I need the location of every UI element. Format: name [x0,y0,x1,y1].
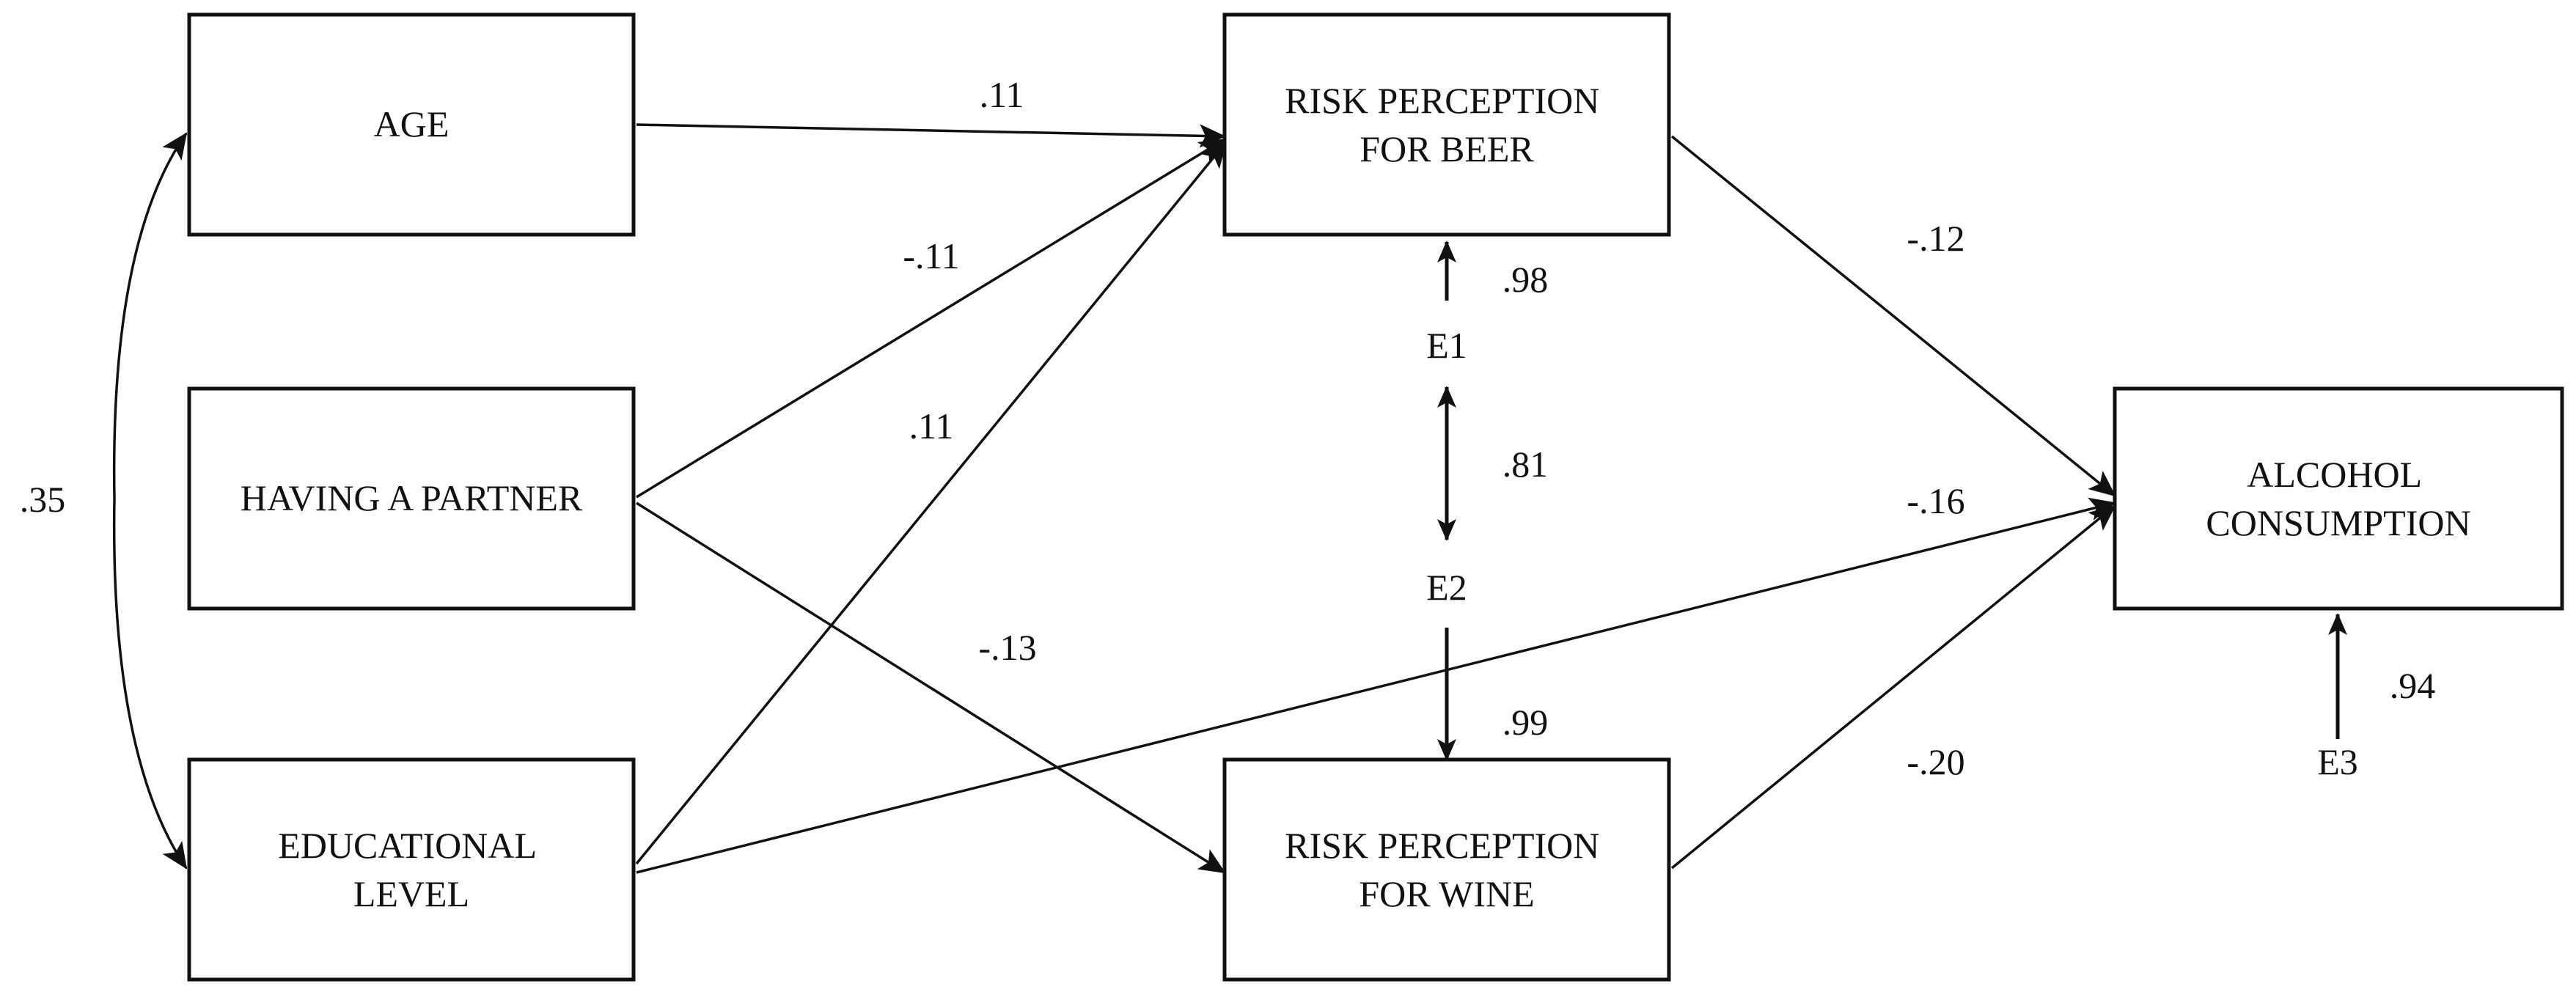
error-e1-label: E1 [1426,325,1467,366]
node-educational-level-label: EDUCATIONAL LEVEL [278,825,544,914]
node-alcohol-consumption: ALCOHOL CONSUMPTION [2113,386,2564,611]
coef-e3-to-alcohol: .94 [2390,665,2436,706]
path-education-to-alcohol [636,497,2116,874]
coef-education-to-beer: .11 [909,405,954,447]
path-partner-to-beer [636,138,1226,499]
coef-age-to-beer: .11 [980,74,1024,115]
path-age-education-correlation [112,132,188,870]
coef-partner-to-wine: -.13 [978,627,1036,668]
node-having-a-partner: HAVING A PARTNER [187,386,636,611]
node-risk-perception-wine-label: RISK PERCEPTION FOR WINE [1285,825,1609,914]
node-risk-perception-beer-label: RISK PERCEPTION FOR BEER [1285,80,1609,169]
coef-wine-to-alcohol: -.20 [1907,741,1964,782]
error-e3-label: E3 [2317,741,2358,782]
coef-age-education-correlation: .35 [20,479,66,520]
coef-partner-to-beer: -.11 [903,235,959,276]
path-partner-to-wine [636,502,1226,874]
node-having-a-partner-label: HAVING A PARTNER [241,477,583,518]
path-wine-to-alcohol [1670,504,2116,870]
coef-beer-to-alcohol: -.12 [1907,218,1964,259]
coef-e1-e2-correlation: .81 [1502,444,1549,485]
coef-e1-to-beer: .98 [1502,259,1549,300]
path-age-to-beer [636,123,1226,148]
path-education-to-beer [635,141,1228,865]
node-educational-level: EDUCATIONAL LEVEL [187,757,636,982]
node-alcohol-consumption-label: ALCOHOL CONSUMPTION [2206,454,2470,543]
node-risk-perception-beer: RISK PERCEPTION FOR BEER [1222,12,1671,237]
path-beer-to-alcohol [1670,135,2116,497]
error-e2-label: E2 [1426,567,1467,608]
node-age: AGE [187,12,636,237]
coef-education-to-alcohol: -.16 [1907,480,1964,521]
coef-e2-to-wine: .99 [1502,702,1549,743]
node-age-label: AGE [374,103,449,144]
node-risk-perception-wine: RISK PERCEPTION FOR WINE [1222,757,1671,982]
